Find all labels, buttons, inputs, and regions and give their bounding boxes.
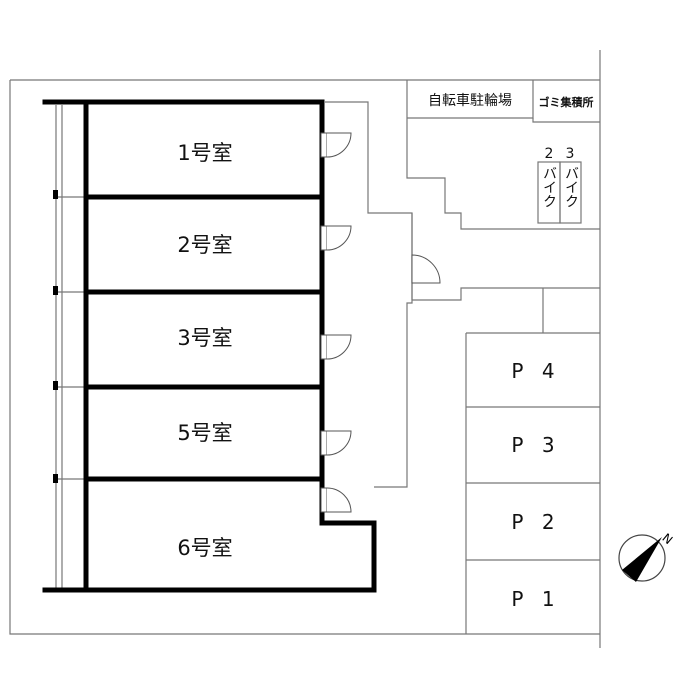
room-5-label: 5号室	[177, 421, 232, 445]
parking-space-p1: P 1	[511, 587, 560, 611]
bike-number: 3	[566, 146, 575, 162]
bicycle-parking-area: 自転車駐輪場	[407, 80, 534, 119]
parking-space-p2: P 2	[511, 510, 560, 534]
corridor-outline	[325, 80, 600, 488]
bike-label: バイク	[563, 166, 579, 208]
room-6-label: 6号室	[177, 536, 232, 560]
door-room-3	[320, 334, 352, 360]
parking-space-p4: P 4	[511, 359, 560, 383]
door-room-6	[320, 487, 352, 513]
parking-area: P 4 P 3 P 2 P 1	[465, 332, 600, 634]
parking-space-p3: P 3	[511, 433, 560, 457]
balcony	[53, 105, 86, 588]
door-room-2	[320, 225, 352, 251]
bike-label: バイク	[541, 166, 557, 208]
bicycle-parking-label: 自転車駐輪場	[428, 92, 512, 109]
compass-icon: N	[618, 531, 676, 582]
bike-spaces: 2 3	[537, 146, 582, 224]
door-entrance	[411, 254, 441, 284]
room-1-label: 1号室	[177, 141, 232, 165]
door-room-1	[320, 132, 352, 158]
doors	[320, 132, 441, 513]
bike-number: 2	[545, 146, 554, 162]
room-2-label: 2号室	[177, 233, 232, 257]
garbage-area: ゴミ集積所	[532, 95, 600, 123]
door-room-5	[320, 430, 352, 456]
compass-north-label: N	[660, 531, 676, 547]
site-boundary	[9, 50, 601, 648]
room-3-label: 3号室	[177, 326, 232, 350]
garbage-label: ゴミ集積所	[539, 95, 594, 109]
building-walls	[42, 99, 377, 593]
